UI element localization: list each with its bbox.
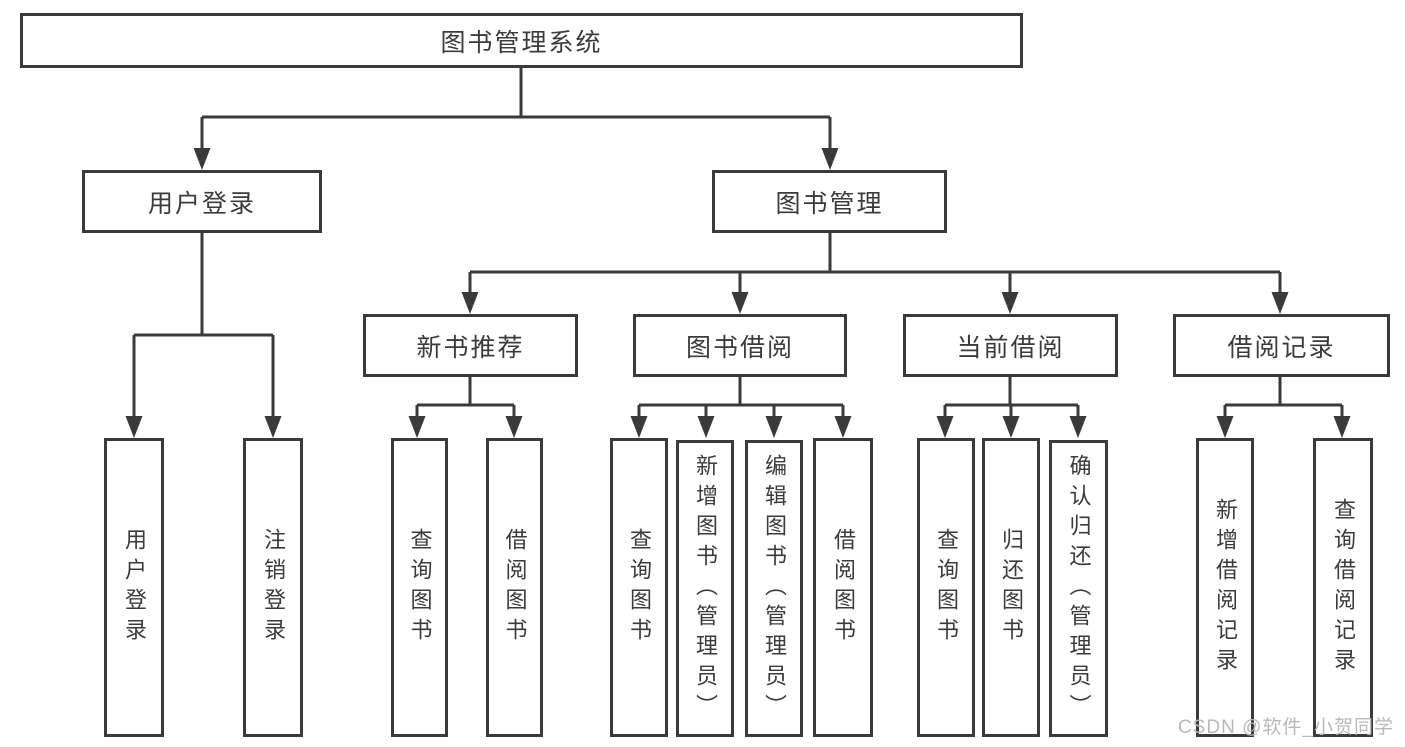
leaf-confirm-return-admin: 确认归还（管理员） (1049, 440, 1108, 737)
node-label: 编辑图书（管理员） (762, 453, 787, 724)
node-label: 新增图书（管理员） (693, 453, 718, 724)
node-label: 借阅记录 (1227, 333, 1336, 362)
node-label: 借阅图书 (831, 527, 856, 648)
edge-new-book-rec-to-leaves (408, 377, 523, 438)
leaf-query-borrow-record: 查询借阅记录 (1313, 438, 1373, 737)
edge-book-management-to-level3 (461, 233, 1289, 314)
edge-book-borrow-to-leaves (630, 377, 852, 438)
node-borrowing-records: 借阅记录 (1173, 314, 1390, 377)
leaf-logout: 注销登录 (243, 438, 303, 737)
leaf-add-books-admin: 新增图书（管理员） (676, 440, 734, 737)
node-book-management: 图书管理 (712, 170, 947, 233)
node-label: 查询图书 (934, 527, 959, 648)
node-label: 图书管理 (775, 189, 884, 218)
node-label: 查询借阅记录 (1331, 497, 1356, 678)
leaf-add-borrow-record: 新增借阅记录 (1196, 438, 1254, 737)
node-label: 确认归还（管理员） (1066, 453, 1092, 724)
csdn-watermark: CSDN @软件_小贺同学 (1178, 717, 1394, 738)
node-label: 新增借阅记录 (1213, 497, 1238, 678)
edge-borrow-records-to-leaves (1216, 377, 1351, 438)
edge-current-borrow-to-leaves (936, 377, 1087, 438)
node-label: 注销登录 (261, 527, 286, 648)
leaf-edit-books-admin: 编辑图书（管理员） (745, 440, 803, 737)
leaf-borrow-books-rec: 借阅图书 (486, 438, 543, 737)
node-label: 查询图书 (407, 527, 433, 648)
node-label: 新书推荐 (416, 333, 525, 362)
node-root-book-management-system: 图书管理系统 (20, 13, 1023, 68)
node-user-login: 用户登录 (82, 170, 322, 233)
leaf-borrow-books: 借阅图书 (813, 438, 873, 737)
node-label: 借阅图书 (502, 527, 528, 648)
edge-root-to-level2 (193, 68, 839, 170)
node-label: 用户登录 (147, 189, 256, 218)
node-label: 用户登录 (122, 527, 147, 648)
node-current-borrowing: 当前借阅 (903, 314, 1118, 377)
node-book-borrowing: 图书借阅 (633, 314, 847, 377)
leaf-user-login: 用户登录 (104, 438, 164, 737)
leaf-return-books: 归还图书 (982, 438, 1040, 737)
node-label: 图书借阅 (685, 333, 794, 362)
node-label: 图书管理系统 (440, 28, 603, 57)
leaf-query-books-current: 查询图书 (917, 438, 975, 737)
node-label: 查询图书 (627, 527, 652, 648)
node-label: 当前借阅 (956, 333, 1065, 362)
leaf-query-books-rec: 查询图书 (391, 438, 448, 737)
edge-user-login-to-leaves (125, 233, 282, 438)
leaf-query-books-borrow: 查询图书 (610, 438, 668, 737)
node-new-book-recommendation: 新书推荐 (363, 314, 578, 377)
node-label: 归还图书 (999, 527, 1024, 648)
